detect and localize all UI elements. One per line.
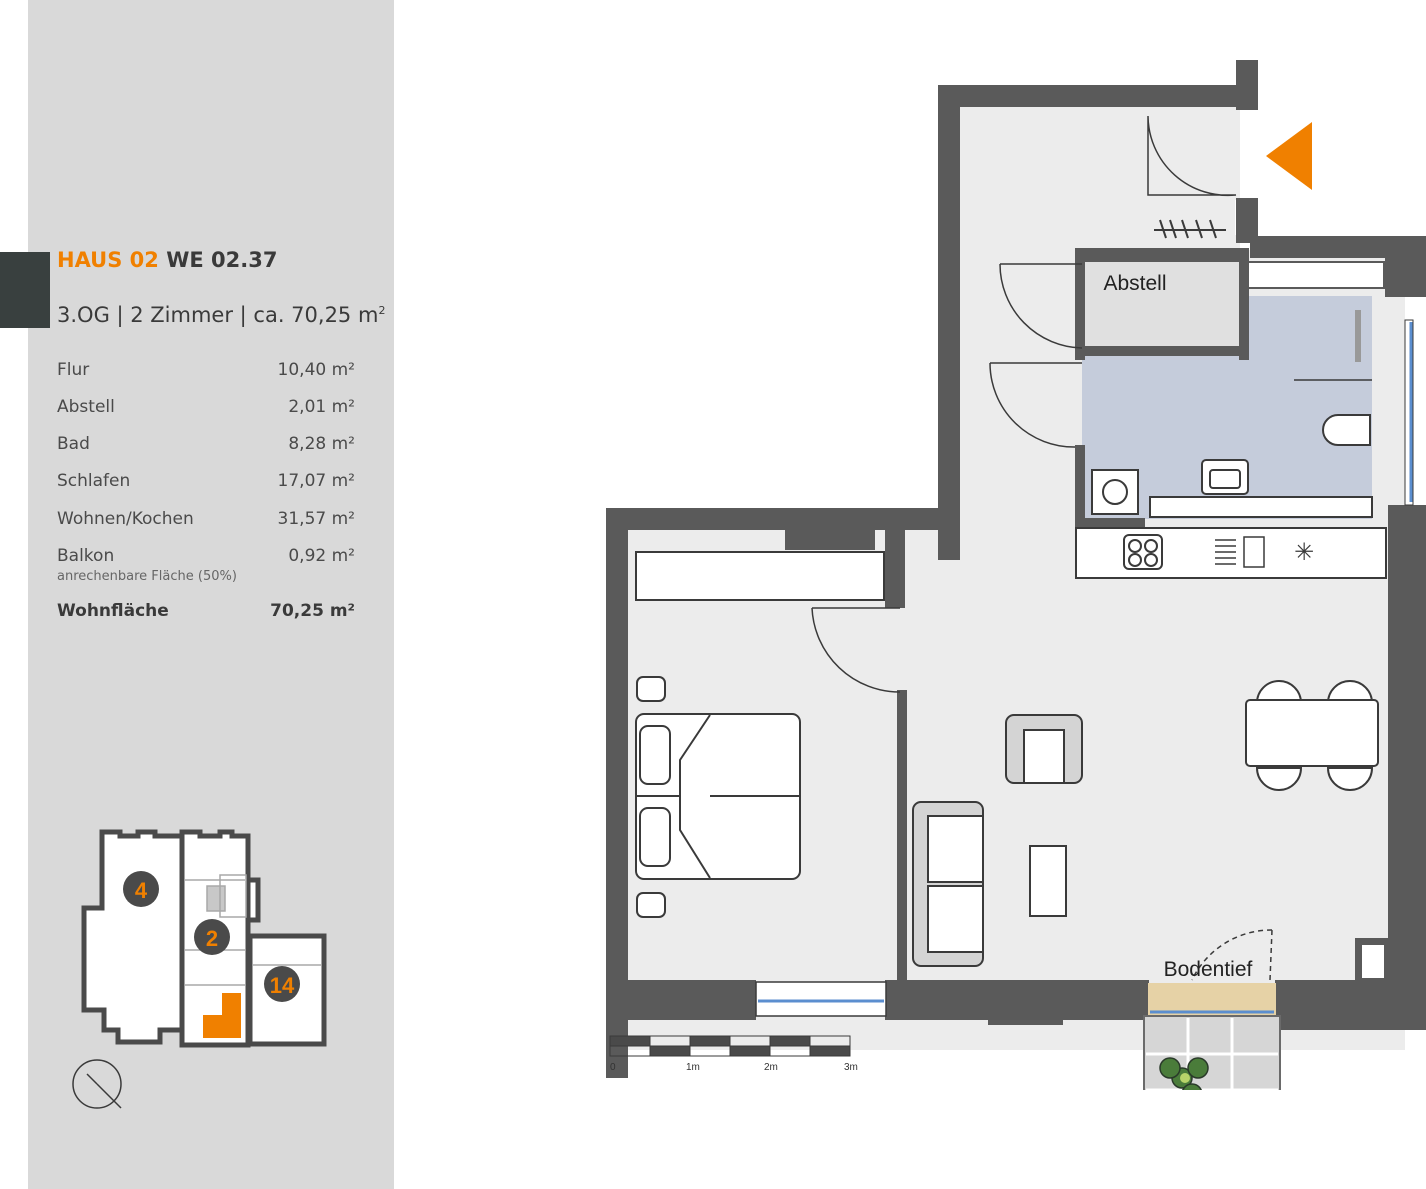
unit-label: WE 02.37 [166, 248, 278, 272]
room-name: Abstell [57, 397, 115, 417]
hob-icon [1123, 534, 1163, 570]
armchair [1005, 714, 1083, 784]
room-row-total: Wohnfläche 70,25 m² [57, 601, 355, 625]
floor-plan: ✳ Abstell Bodentief 0 1m 2m 3m [606, 60, 1426, 1090]
total-name: Wohnfläche [57, 601, 169, 621]
scale-label-2: 2m [764, 1062, 778, 1073]
room-name: Flur [57, 360, 90, 380]
label-abstell: Abstell [1103, 272, 1166, 295]
room-name: Schlafen [57, 471, 131, 491]
unit-summary-sup: 2 [378, 304, 386, 317]
fridge-icon: ✳ [1294, 538, 1314, 566]
balcony [1143, 1015, 1281, 1090]
keyplan-badge-14-label: 14 [270, 973, 295, 998]
keyplan-badge-2 [194, 919, 230, 955]
windows [755, 319, 1414, 1017]
sink-icon [1243, 536, 1265, 568]
haus-label: HAUS 02 [57, 248, 159, 272]
scale-bar: 0 1m 2m 3m [609, 1035, 858, 1073]
room-row-wohnen: Wohnen/Kochen 31,57 m² [57, 509, 355, 533]
keyplan-badge-2-label: 2 [206, 926, 218, 951]
unit-summary-text: 3.OG | 2 Zimmer | ca. 70,25 m [57, 303, 379, 327]
balkon-note: anrechenbare Fläche (50%) [57, 569, 237, 584]
scale-label-0: 0 [610, 1062, 616, 1073]
coffee-table [1029, 845, 1067, 917]
wardrobe [635, 551, 885, 601]
room-row-schlafen: Schlafen 17,07 m² [57, 471, 355, 495]
compass-icon [72, 1059, 122, 1109]
bed [635, 676, 801, 918]
room-name: Wohnen/Kochen [57, 509, 194, 529]
room-area: 31,57 m² [277, 509, 355, 529]
coat-rack-icon [1154, 219, 1226, 239]
sofa [912, 801, 984, 967]
toilet [1322, 414, 1371, 446]
walls [606, 60, 1426, 1078]
dishwasher-icon [1215, 539, 1236, 565]
unit-title: HAUS 02 WE 02.37 [57, 248, 277, 272]
kitchen-counter: ✳ [1075, 527, 1387, 579]
room-area: 10,40 m² [277, 360, 355, 380]
keyplan-unit-highlight [203, 993, 241, 1038]
room-row-flur: Flur 10,40 m² [57, 360, 355, 384]
room-row-balkon: Balkon 0,92 m² [57, 546, 355, 570]
room-row-abstell: Abstell 2,01 m² [57, 397, 355, 421]
room-name: Bad [57, 434, 90, 454]
keyplan-house-4 [81, 829, 185, 1045]
unit-summary: 3.OG | 2 Zimmer | ca. 70,25 m2 [57, 303, 385, 327]
plant-icon [1159, 1057, 1209, 1090]
label-bodentief: Bodentief [1164, 958, 1253, 981]
room-name: Balkon [57, 546, 115, 566]
keyplan-badge-14 [264, 966, 300, 1002]
scale-label-1: 1m [686, 1062, 700, 1073]
keyplan-badge-4 [123, 871, 159, 907]
keyplan-house-14 [247, 933, 327, 1047]
key-plan: 4 2 14 [72, 829, 327, 1109]
section-marker [0, 252, 50, 328]
doors [811, 115, 1273, 981]
storage-room [1084, 262, 1239, 350]
room-area: 2,01 m² [288, 397, 355, 417]
keyplan-badge-4-label: 4 [135, 878, 148, 903]
room-area: 17,07 m² [277, 471, 355, 491]
room-area: 0,92 m² [288, 546, 355, 566]
room-area: 8,28 m² [288, 434, 355, 454]
scale-label-3: 3m [844, 1062, 858, 1073]
room-row-bad: Bad 8,28 m² [57, 434, 355, 458]
total-area: 70,25 m² [270, 601, 355, 621]
dining-table [1245, 680, 1379, 791]
bathroom-fixtures [1091, 310, 1372, 515]
entrance-arrow-icon [1266, 122, 1312, 190]
